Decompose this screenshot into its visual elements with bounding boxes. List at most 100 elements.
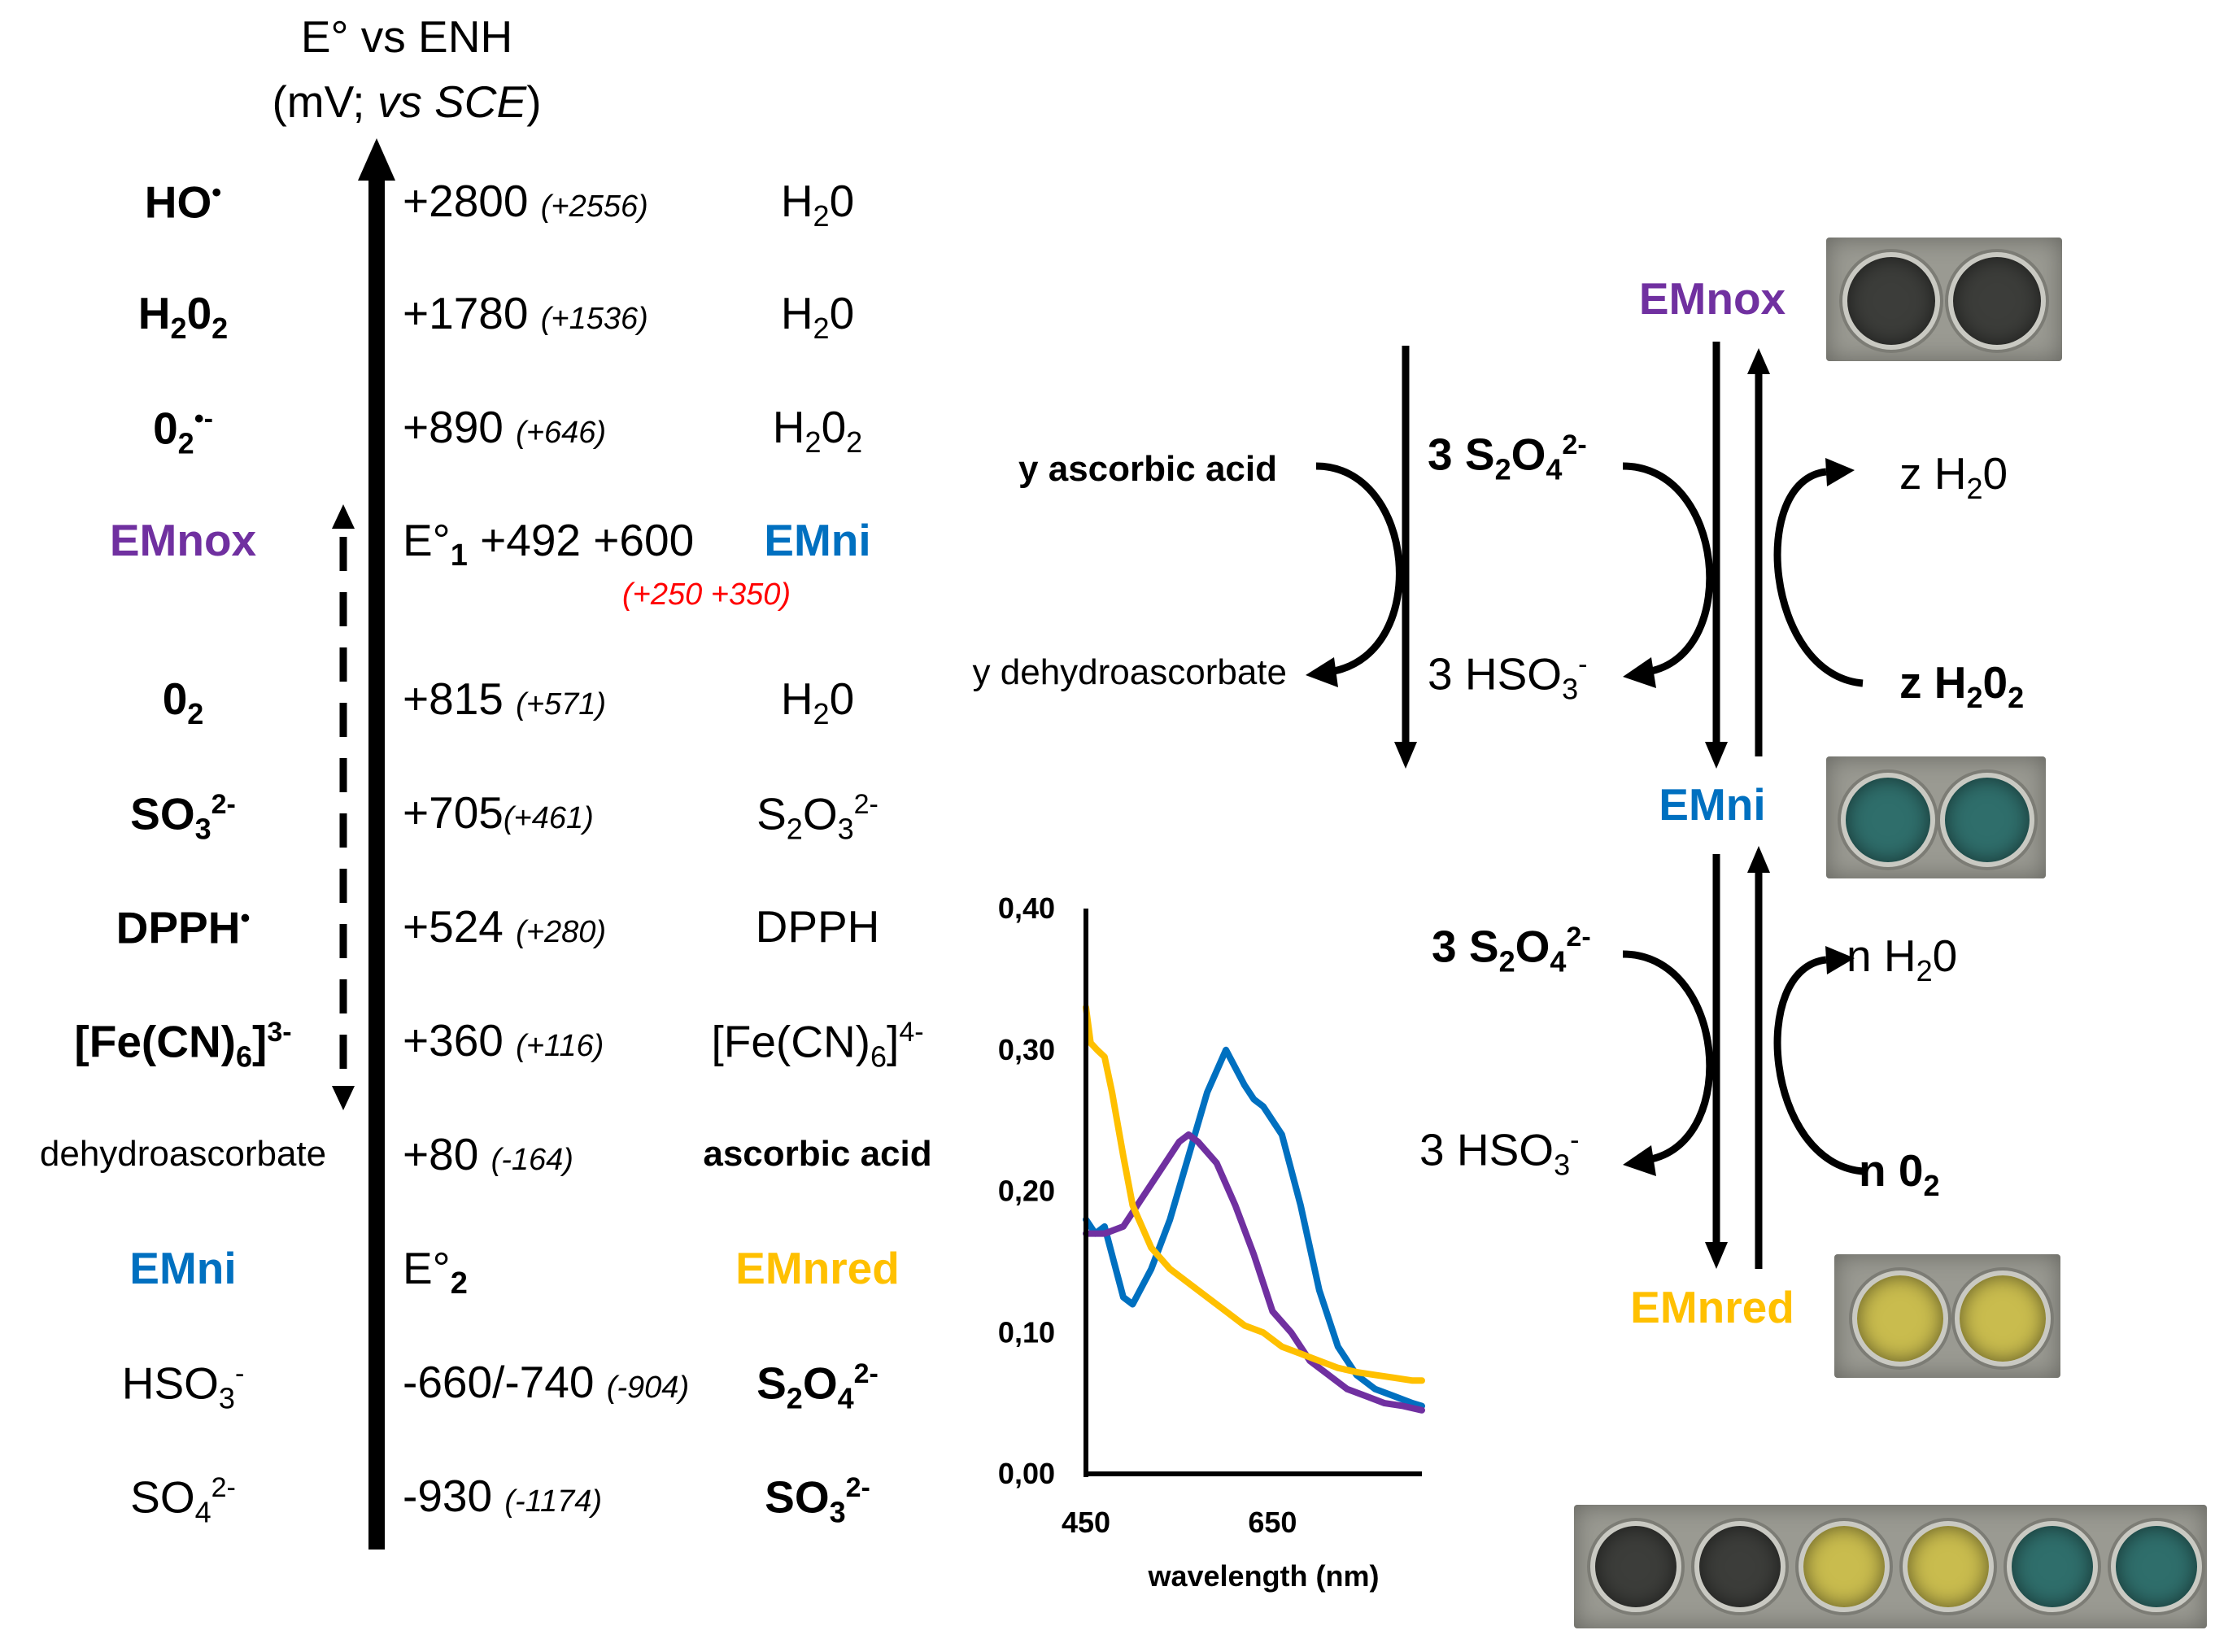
photo-emnox-wells xyxy=(1826,238,2062,361)
photo-emni-wells xyxy=(1826,756,2046,878)
axis-title-close: ) xyxy=(526,76,542,127)
potential-dpph: +524 (+280) xyxy=(403,901,607,952)
label-ascorbic-acid: y ascorbic acid xyxy=(1018,449,1277,489)
reductant-ferrocyanide: [Fe(CN)6]4- xyxy=(711,1016,924,1074)
reductant-emni-1: EMni xyxy=(764,515,871,565)
oxidant-dpph-radical: DPPH• xyxy=(116,902,251,953)
chart-x-tick-label: 650 xyxy=(1248,1506,1297,1539)
photo-all-wells xyxy=(1574,1505,2207,1628)
chart-x-axis-label: wavelength (nm) xyxy=(1147,1559,1379,1593)
well-strip-emnred-1 xyxy=(1799,1521,1890,1612)
chart-y-tick-label: 0,40 xyxy=(998,891,1055,925)
sce-value: (+461) xyxy=(503,801,594,835)
chart-y-tick-label: 0,30 xyxy=(998,1033,1055,1066)
potential-ascorbate: +80 (-164) xyxy=(403,1129,573,1179)
label-emnred: EMnred xyxy=(1630,1282,1794,1332)
well-strip-emni-1 xyxy=(2007,1521,2098,1612)
oxidant-hydroxyl-radical: HO• xyxy=(144,177,222,228)
oxidant-superoxide: 02•- xyxy=(153,403,213,460)
photo-emnred-wells xyxy=(1834,1254,2060,1378)
potential-superoxide: +890 (+646) xyxy=(403,402,607,452)
reductant-dpph: DPPH xyxy=(755,901,880,952)
label-bisulfite-1: 3 HSO3- xyxy=(1428,648,1588,706)
oxidant-bisulfite: HSO3- xyxy=(121,1358,245,1415)
dithionite-curved-arrow-1 xyxy=(1622,462,1714,675)
reductant-emnred: EMnred xyxy=(735,1243,900,1293)
axis-title-reference: vs SCE xyxy=(377,76,527,127)
sce-e1-values: (+250 +350) xyxy=(622,578,791,612)
chart-series-line-2 xyxy=(1083,1131,1425,1414)
well-emnox-2 xyxy=(1948,252,2046,350)
chart-y-tick-label: 0,20 xyxy=(998,1175,1055,1208)
well-strip-emnox-1 xyxy=(1590,1521,1681,1612)
well-emni-1 xyxy=(1841,773,1935,867)
reductant-water-1: H20 xyxy=(780,176,855,233)
sce-value: (-904) xyxy=(606,1371,690,1405)
oxidant-emnox: EMnox xyxy=(109,515,257,565)
axis-title-line2: (mV; vs SCE) xyxy=(272,80,541,124)
oxidant-sulfite: SO32- xyxy=(130,788,236,846)
oxidant-hydrogen-peroxide: H202 xyxy=(137,288,229,345)
chart-y-tick-label: 0,00 xyxy=(998,1457,1055,1490)
potential-ferricyanide: +360 (+116) xyxy=(403,1015,604,1066)
well-emnred-2 xyxy=(1955,1271,2051,1366)
dithionite-curved-arrow-2 xyxy=(1622,950,1714,1163)
peroxide-curved-arrow xyxy=(1773,468,1864,687)
sce-value: (+1536) xyxy=(540,302,648,336)
sce-value: (+280) xyxy=(516,915,607,949)
potential-sulfate: -930 (-1174) xyxy=(403,1471,603,1521)
label-dithionite-2: 3 S2O42- xyxy=(1432,921,1591,979)
well-emnred-1 xyxy=(1852,1271,1948,1366)
chart-y-tick-label: 0,10 xyxy=(998,1315,1055,1349)
axis-title-unit: (mV; xyxy=(272,76,377,127)
potential-hydrogen-peroxide: +1780 (+1536) xyxy=(403,288,648,338)
reductant-sulfite: SO32- xyxy=(765,1471,870,1529)
potential-axis-arrowhead xyxy=(358,138,395,181)
sce-value: (+646) xyxy=(516,416,607,450)
sce-value: (-1174) xyxy=(504,1484,603,1519)
oxidant-oxygen: 02 xyxy=(162,673,204,730)
well-strip-emnred-2 xyxy=(1903,1521,1994,1612)
label-oxygen: n 02 xyxy=(1859,1145,1940,1202)
label-bisulfite-2: 3 HSO3- xyxy=(1419,1124,1580,1182)
sce-value: (+571) xyxy=(516,687,607,721)
label-dehydroascorbate: y dehydroascorbate xyxy=(972,652,1287,692)
label-emnox: EMnox xyxy=(1638,273,1786,324)
label-water-product: z H20 xyxy=(1899,448,2008,505)
potential-sulfite: +705(+461) xyxy=(403,787,594,838)
chart-series-line-3 xyxy=(1083,1004,1425,1384)
reductant-dithionite: S2O42- xyxy=(757,1358,879,1415)
well-strip-emni-2 xyxy=(2111,1521,2202,1612)
chart-x-tick-label: 450 xyxy=(1062,1506,1110,1539)
reductant-water-2: H20 xyxy=(780,288,855,345)
sce-value: (+2556) xyxy=(540,190,648,224)
potential-oxygen: +815 (+571) xyxy=(403,673,607,724)
label-hydrogen-peroxide: z H202 xyxy=(1899,657,2025,714)
label-emni: EMni xyxy=(1659,779,1766,830)
sce-value: (+116) xyxy=(516,1029,604,1063)
reductant-water-3: H20 xyxy=(780,673,855,730)
reductant-ascorbic-acid: ascorbic acid xyxy=(703,1134,932,1174)
label-dithionite-1: 3 S2O42- xyxy=(1428,429,1587,486)
potential-dithionite: -660/-740 (-904) xyxy=(403,1357,690,1407)
reductant-hydrogen-peroxide: H202 xyxy=(772,402,863,459)
reductant-thiosulfate: S2O32- xyxy=(757,788,879,846)
potential-hydroxyl-radical: +2800 (+2556) xyxy=(403,176,648,226)
oxidant-sulfate: SO42- xyxy=(130,1471,236,1529)
oxygen-curved-arrow xyxy=(1773,956,1864,1175)
well-emnox-1 xyxy=(1842,252,1940,350)
well-strip-emnox-2 xyxy=(1694,1521,1786,1612)
label-water-product-2: n H20 xyxy=(1847,931,1958,987)
oxidant-emni: EMni xyxy=(129,1243,237,1293)
oxidant-dehydroascorbate: dehydroascorbate xyxy=(39,1134,327,1174)
sce-value: (-164) xyxy=(491,1143,573,1177)
ascorbic-curved-arrow xyxy=(1315,462,1403,675)
chart-series-line-1 xyxy=(1083,1046,1425,1410)
potential-e1: E°1 +492 +600 xyxy=(403,515,695,573)
emn-window-arrowhead-down xyxy=(332,1086,355,1110)
oxidant-ferricyanide: [Fe(CN)6]3- xyxy=(74,1016,292,1074)
well-emni-2 xyxy=(1940,773,2034,867)
